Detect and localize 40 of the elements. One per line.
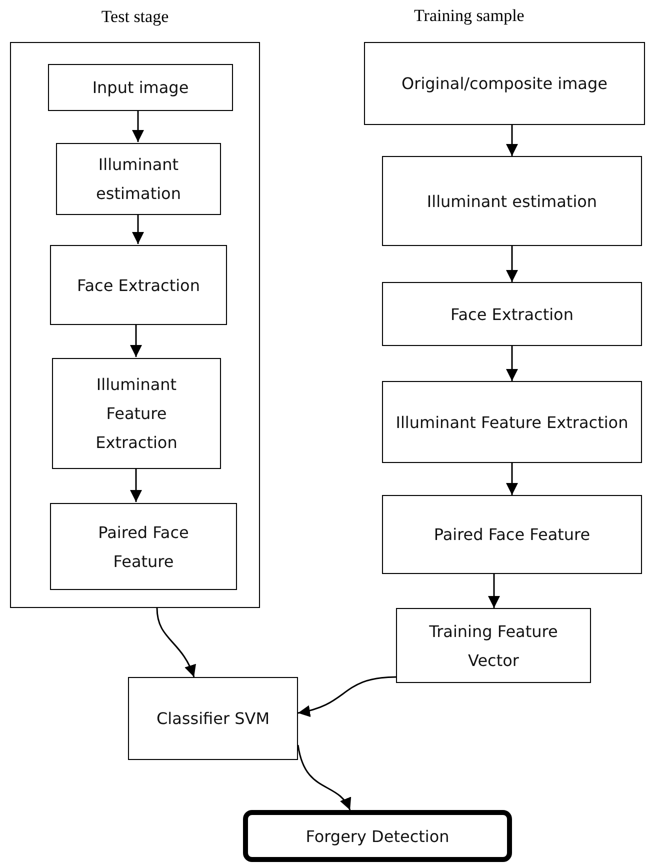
box-label: Face Extraction [76,274,201,296]
arrow [297,744,351,810]
box-label: Illuminant estimation [426,190,598,212]
stage-heading: Test stage [100,7,170,27]
process-box [382,156,642,246]
arrow [488,574,500,608]
process-box [382,381,642,463]
box-label: Original/composite image [400,73,608,95]
box-label: Face Extraction [450,304,574,326]
process-box [56,143,221,215]
process-box [382,282,642,346]
box-label: Forgery Detection [304,826,450,848]
box-label: Training Feature Vector [428,620,559,672]
column-heading: Training sample [414,6,524,26]
process-box [364,42,645,125]
box-label: Classifier SVM [155,708,271,730]
arrow [132,214,144,244]
box-label: Illuminant Feature Extraction [394,412,630,434]
box-label: Illuminant Feature Extraction [94,374,178,454]
box-label: Input image [91,77,190,99]
arrow [130,324,142,357]
process-box [48,64,233,111]
process-box [50,245,227,325]
arrow [130,468,142,502]
arrow [506,125,518,156]
arrow [298,676,396,716]
process-box [50,503,237,590]
box-label: Paired Face Feature [432,524,592,546]
arrow [132,110,144,142]
process-box [52,358,221,469]
arrow [156,608,196,678]
arrow [506,246,518,282]
process-box [382,495,642,574]
arrow [506,463,518,495]
box-label: Paired Face Feature [97,522,190,572]
box-label: Illuminant estimation [95,154,182,205]
terminal-box [243,810,512,862]
process-box [128,677,298,760]
arrow [506,346,518,381]
process-box [396,608,591,683]
